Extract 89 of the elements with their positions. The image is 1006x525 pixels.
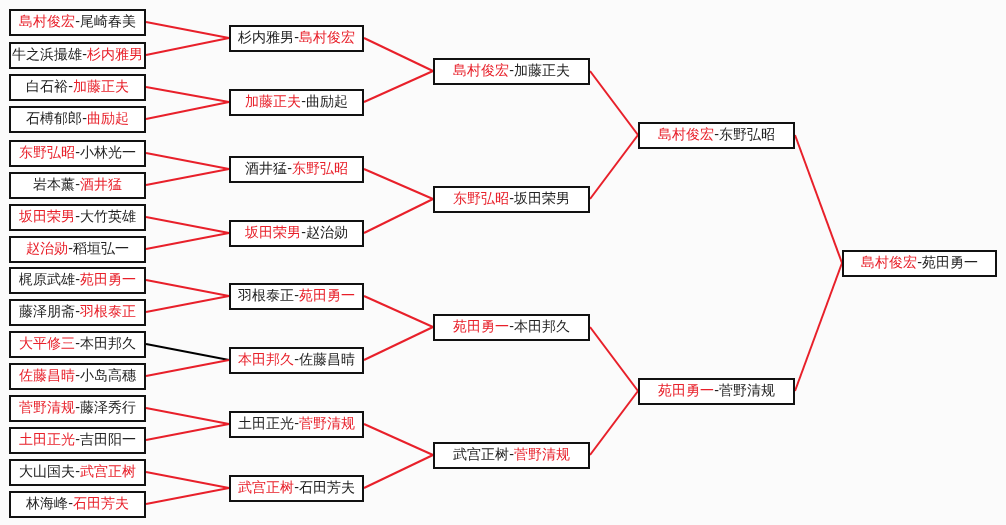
match-box (9, 490, 146, 518)
match-box (433, 313, 590, 341)
match-text: 島村俊宏-东野弘昭 (658, 126, 775, 144)
bracket-line (363, 168, 434, 200)
match-box (229, 88, 364, 116)
bracket-line (145, 343, 230, 361)
match-text: 岩本薰-酒井猛 (33, 176, 122, 194)
match-text: 藤泽朋斋-羽根泰正 (19, 303, 136, 321)
match-box (9, 8, 146, 36)
bracket-line (363, 198, 434, 234)
match-box (9, 330, 146, 358)
match-text: 石榑郁郎-曲励起 (26, 110, 129, 128)
match-box (229, 282, 364, 310)
match-box (9, 298, 146, 326)
match-text: 林海峰-石田芳夫 (26, 495, 129, 513)
match-box (9, 362, 146, 390)
bracket-line (145, 359, 230, 377)
match-text: 菅野清规-藤泽秀行 (19, 399, 136, 417)
match-text: 赵治勋-稻垣弘一 (26, 240, 129, 258)
bracket-line (589, 70, 639, 136)
match-box (229, 155, 364, 183)
match-box (229, 474, 364, 502)
bracket-line (145, 216, 230, 234)
bracket-line (589, 326, 639, 392)
bracket-line (145, 487, 230, 505)
match-text: 武宫正树-石田芳夫 (238, 479, 355, 497)
match-box (9, 394, 146, 422)
match-text: 島村俊宏-尾崎春美 (19, 13, 136, 31)
match-text: 武宫正树-菅野清规 (453, 446, 570, 464)
bracket-line (363, 423, 434, 456)
match-box (9, 426, 146, 454)
match-text: 东野弘昭-小林光一 (19, 144, 136, 162)
match-text: 坂田荣男-大竹英雄 (19, 208, 136, 226)
bracket-line (145, 232, 230, 250)
match-text: 白石裕-加藤正夫 (26, 78, 129, 96)
match-box (9, 203, 146, 231)
bracket-line (145, 423, 230, 441)
bracket-line (145, 101, 230, 120)
match-text: 牛之浜撮雄-杉内雅男 (12, 46, 143, 64)
match-text: 梶原武雄-苑田勇一 (19, 271, 136, 289)
bracket-line (145, 21, 230, 39)
bracket-line (589, 134, 639, 200)
bracket-line (145, 295, 230, 313)
match-box (638, 121, 795, 149)
match-box (433, 57, 590, 85)
match-text: 島村俊宏-苑田勇一 (861, 254, 978, 272)
match-text: 土田正光-吉田阳一 (19, 431, 136, 449)
bracket-line (145, 152, 230, 170)
bracket-line (363, 37, 434, 72)
match-box (9, 139, 146, 167)
bracket-line (589, 390, 639, 456)
match-box (433, 185, 590, 213)
match-box (229, 410, 364, 438)
match-text: 坂田荣男-赵治勋 (245, 224, 348, 242)
match-box (9, 105, 146, 133)
bracket-line (363, 295, 434, 328)
bracket-line (363, 70, 434, 103)
match-box (9, 73, 146, 101)
match-box (9, 41, 146, 69)
match-text: 島村俊宏-加藤正夫 (453, 62, 570, 80)
match-box (229, 346, 364, 374)
match-text: 苑田勇一-菅野清规 (658, 382, 775, 400)
bracket-line (145, 407, 230, 425)
match-box (842, 249, 997, 277)
bracket-line (363, 454, 434, 489)
match-text: 酒井猛-东野弘昭 (245, 160, 348, 178)
bracket-line (363, 326, 434, 361)
match-box (229, 24, 364, 52)
match-text: 佐藤昌晴-小岛高穗 (19, 367, 136, 385)
bracket-line (145, 279, 230, 297)
match-box (9, 458, 146, 486)
match-box (433, 441, 590, 469)
match-box (229, 219, 364, 247)
match-box (9, 266, 146, 294)
match-box (638, 377, 795, 405)
bracket-line (145, 37, 230, 56)
match-box (9, 171, 146, 199)
match-box (9, 235, 146, 263)
match-text: 苑田勇一-本田邦久 (453, 318, 570, 336)
match-text: 加藤正夫-曲励起 (245, 93, 348, 111)
match-text: 杉内雅男-島村俊宏 (238, 29, 355, 47)
match-text: 东野弘昭-坂田荣男 (453, 190, 570, 208)
bracket-line (145, 471, 230, 489)
match-text: 大山国夫-武宫正树 (19, 463, 136, 481)
match-text: 羽根泰正-苑田勇一 (238, 287, 355, 305)
bracket-line (145, 168, 230, 186)
match-text: 大平修三-本田邦久 (19, 335, 136, 353)
match-text: 土田正光-菅野清规 (238, 415, 355, 433)
match-text: 本田邦久-佐藤昌晴 (238, 351, 355, 369)
